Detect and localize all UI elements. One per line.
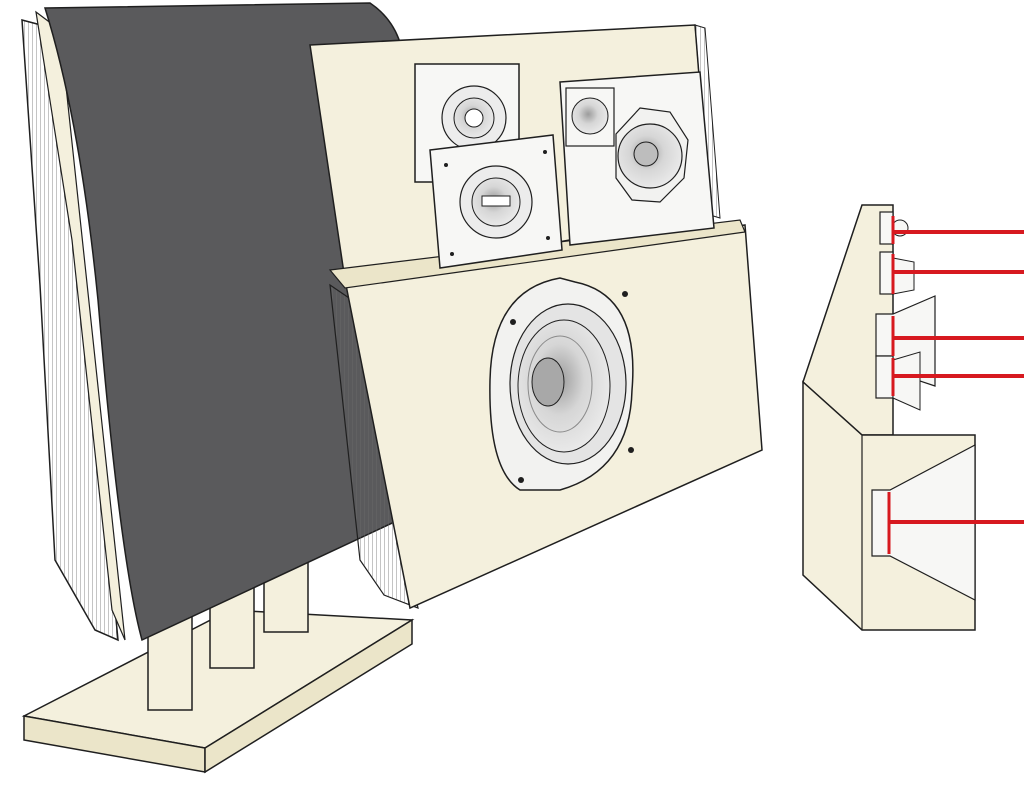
grille-frame: [21, 2, 421, 642]
woofer: [489, 277, 634, 491]
stand-base-side: [204, 618, 413, 774]
side-view-tweeter: [879, 251, 894, 295]
woofer-dustcap: [531, 357, 565, 407]
tweeter-plate-lower: [429, 134, 563, 269]
midrange-plate: [559, 71, 715, 246]
side-view-schematic: [802, 204, 1024, 631]
side-view-tweeter: [879, 211, 894, 245]
speaker-cabinet: [309, 24, 763, 610]
